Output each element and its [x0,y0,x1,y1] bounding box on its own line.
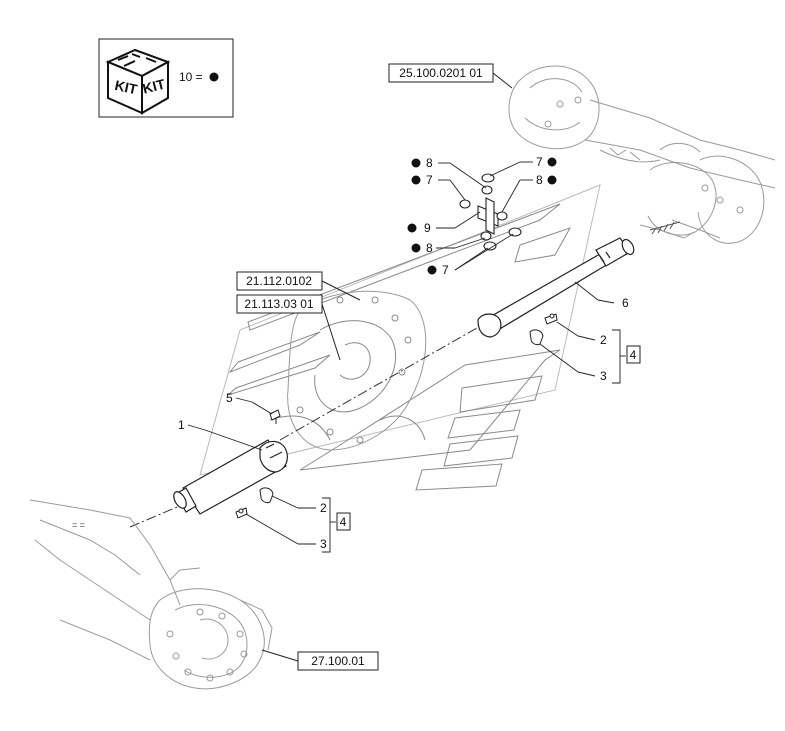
splined-shaft-end [649,221,681,235]
front-axle-ref-label: 25.100.0201 01 [399,66,483,80]
callout-4-lower: 4 [340,515,347,529]
kit-badge-right: KIT [141,76,167,97]
callout-4-upper-box [626,345,641,364]
callout-7-c: 7 [536,155,543,169]
kit-badge-left: KIT [113,77,139,97]
callout-4-lower-box [336,512,351,531]
bullet-icon [411,243,421,253]
front-axle-reference: 25.100.0201 01 [388,63,513,89]
lower-clip-and-bolt [235,487,274,519]
callout-9: 9 [424,221,431,235]
bullet-icon [547,157,557,167]
callout-7-a: 7 [426,173,433,187]
kit-bullets [407,157,557,275]
kit-legend: KIT KIT 10 = [98,38,234,118]
bullet-icon [209,72,219,82]
rear-axle-drawing [29,499,273,690]
bullet-icon [547,175,557,185]
leader-lines [187,161,626,553]
bullet-icon [411,158,421,168]
kit-legend-label: 10 = [179,70,203,84]
reference-boxes: 21.112.0102 21.113.03 01 [236,271,361,361]
front-axle-drawing [508,65,776,244]
rear-axle-ref-label: 27.100.01 [311,654,365,668]
callout-8-b: 8 [426,241,433,255]
bullet-icon [407,223,417,233]
double-tick-mark: = = [72,520,85,530]
callout-4-upper: 4 [630,348,637,362]
callout-2-lower: 2 [320,501,327,515]
callout-labels: 6 2 3 4 2 3 4 1 5 8 7 9 8 7 7 8 [178,155,641,551]
callout-7-b: 7 [442,263,449,277]
grease-nipple [269,409,281,424]
upper-clip-and-bolt [529,313,558,346]
callout-2-upper: 2 [600,333,607,347]
callout-8-c: 8 [536,173,543,187]
callout-3-lower: 3 [320,537,327,551]
rear-axle-reference: 27.100.01 [261,649,379,671]
bullet-icon [427,265,437,275]
rear-drive-shaft [173,439,288,515]
ref-b-label: 21.113.03 01 [244,297,314,311]
transmission-housing [199,184,601,491]
bullet-icon [411,175,421,185]
callout-6: 6 [622,296,629,310]
callout-5: 5 [226,391,233,405]
callout-3-upper: 3 [600,369,607,383]
ref-a-label: 21.112.0102 [246,274,312,288]
front-drive-shaft [477,237,635,338]
kit-box-icon: KIT KIT [105,48,171,115]
callout-1: 1 [178,418,185,432]
callout-8-a: 8 [426,156,433,170]
